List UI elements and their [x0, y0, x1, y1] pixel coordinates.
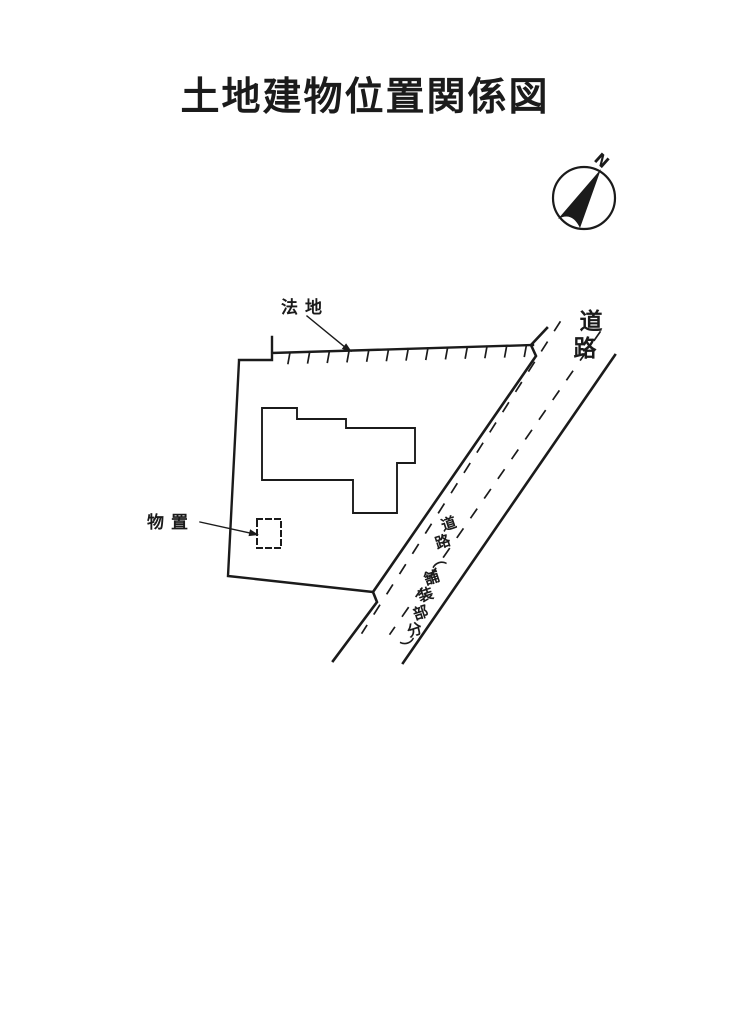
road-left-edge	[331, 326, 549, 663]
slope-tick	[287, 351, 291, 365]
parcel-boundary	[226, 335, 535, 594]
slope-tick	[464, 346, 469, 359]
slope-tick	[503, 344, 508, 358]
slope-tick	[484, 345, 488, 359]
building-outline	[261, 407, 416, 514]
slope-tick	[365, 349, 370, 362]
road-label-char: 路	[573, 335, 597, 362]
compass-needle	[558, 169, 601, 228]
slope-tick	[346, 349, 351, 363]
shed-outline	[256, 518, 282, 549]
slope-tick	[444, 346, 449, 360]
shed-leader-line	[199, 521, 251, 534]
slope-tick	[405, 347, 410, 361]
slope-leader-arrowhead	[341, 343, 352, 352]
shed-label: 物置	[147, 513, 195, 533]
slope-tick	[326, 350, 331, 364]
slope-tick	[523, 344, 528, 358]
shed-leader-arrowhead	[248, 529, 259, 537]
slope-label: 法地	[281, 298, 329, 318]
slope-hatch-ticks	[287, 344, 528, 365]
slope-tick	[385, 348, 390, 362]
road-label-char: 道	[579, 308, 603, 335]
page-title: 土地建物位置関係図	[180, 75, 550, 120]
compass-circle	[551, 165, 617, 231]
slope-tick	[424, 347, 429, 361]
slope-tick	[306, 350, 311, 364]
road-right-edge	[401, 353, 617, 665]
slope-leader-line	[306, 315, 347, 349]
